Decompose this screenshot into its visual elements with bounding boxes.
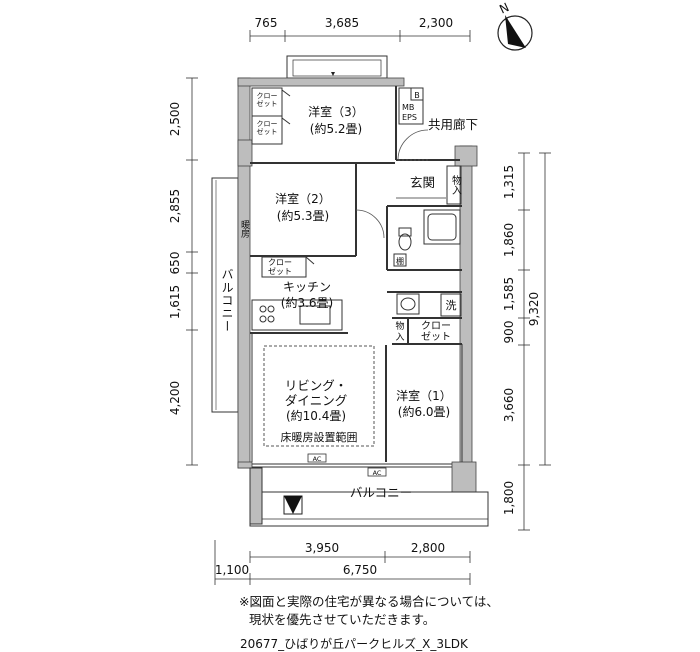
western3-name: 洋室（3） bbox=[308, 104, 364, 119]
room1-closet-2: ゼット bbox=[421, 331, 451, 343]
ac-label-2: AC bbox=[373, 469, 382, 477]
dim-bottom-2: 2,800 bbox=[411, 541, 445, 555]
dim-left-2: 2,855 bbox=[168, 189, 182, 223]
dim-left-1: 2,500 bbox=[168, 102, 182, 136]
bottom-window bbox=[252, 463, 452, 468]
b-label: B bbox=[414, 91, 420, 100]
dim-left-5: 4,200 bbox=[168, 381, 182, 415]
entrance-label: 玄関 bbox=[410, 175, 435, 190]
western2-name: 洋室（2） bbox=[275, 191, 331, 206]
dim-right-2: 1,860 bbox=[502, 223, 516, 257]
left-balcony-label: バルコニー bbox=[220, 268, 234, 333]
washer-label: 洗 bbox=[446, 299, 457, 312]
western1-name: 洋室（1） bbox=[396, 388, 452, 403]
ldk-name-line1: リビング・ bbox=[285, 378, 348, 393]
eps-label: EPS bbox=[402, 113, 417, 122]
bottom-balcony bbox=[249, 467, 489, 527]
top-small-balcony bbox=[286, 55, 388, 79]
room2-closet-label-2: ゼット bbox=[268, 266, 292, 276]
mb-eps-shaft bbox=[398, 87, 424, 125]
kitchen-size: (約3.6畳) bbox=[281, 295, 333, 310]
kitchen-counter bbox=[251, 299, 343, 331]
dim-right-3: 1,585 bbox=[502, 277, 516, 311]
interior-walls bbox=[250, 86, 462, 462]
ac-label-1: AC bbox=[313, 455, 322, 463]
wash-area bbox=[396, 293, 462, 317]
bottom-dimension-line bbox=[214, 540, 471, 585]
bottom-balcony-label: バルコニー bbox=[350, 485, 412, 500]
room2-closet bbox=[261, 256, 315, 278]
room2-door bbox=[355, 209, 385, 239]
room1-closet-1: クロー bbox=[421, 320, 451, 332]
toilet bbox=[393, 227, 412, 267]
room3-closet-b2: ゼット bbox=[257, 127, 278, 136]
room3-closet-a: クロー bbox=[257, 92, 278, 100]
room3-closets bbox=[251, 87, 291, 145]
dim-top-2: 3,685 bbox=[325, 16, 359, 30]
room1-storage-2: 入 bbox=[395, 332, 404, 343]
room1-storage-1: 物 bbox=[395, 320, 404, 332]
room3-door bbox=[397, 129, 429, 161]
dim-left-4: 1,615 bbox=[168, 285, 182, 319]
right-dimension-line bbox=[518, 152, 551, 531]
disclaimer-line-1: ※図面と実際の住宅が異なる場合については、 bbox=[239, 594, 499, 609]
western2-size: (約5.3畳) bbox=[277, 208, 329, 223]
floor-heating-area bbox=[263, 345, 375, 447]
ac-units bbox=[307, 453, 387, 477]
entrance-storage bbox=[396, 165, 462, 205]
shelf-label: 棚 bbox=[396, 256, 404, 266]
ldk-size: (約10.4畳) bbox=[286, 408, 346, 423]
dim-right-4: 900 bbox=[502, 321, 516, 344]
dim-right-6: 1,800 bbox=[502, 481, 516, 515]
dim-top-1: 765 bbox=[255, 16, 278, 30]
north-label: N bbox=[497, 0, 511, 16]
exterior-walls bbox=[237, 77, 478, 493]
dim-top-3: 2,300 bbox=[419, 16, 453, 30]
room2-closet-label-1: クロー bbox=[268, 258, 292, 267]
left-dimension-line bbox=[186, 77, 198, 466]
disclaimer-line-2: 現状を優先させていただきます。 bbox=[249, 612, 436, 627]
dim-bottom-3: 1,100 bbox=[215, 563, 249, 577]
compass: N bbox=[497, 0, 533, 51]
dim-bottom-1: 3,950 bbox=[305, 541, 339, 555]
dim-right-1: 1,315 bbox=[502, 165, 516, 199]
bathtub bbox=[423, 209, 461, 245]
mb-label: MB bbox=[402, 103, 414, 112]
ldk-outline bbox=[251, 334, 463, 462]
kitchen-name: キッチン bbox=[283, 280, 331, 294]
western3-size: (約5.2畳) bbox=[310, 121, 362, 136]
evacuation-hatch-icon bbox=[283, 495, 303, 515]
top-dimension-line bbox=[249, 30, 471, 42]
plan-code: 20677_ひばりが丘パークヒルズ_X_3LDK bbox=[240, 637, 468, 651]
room3-closet-a2: ゼット bbox=[257, 99, 278, 108]
room3-closet-b: クロー bbox=[257, 120, 278, 128]
dim-right-total: 9,320 bbox=[527, 292, 541, 326]
dim-bottom-4: 6,750 bbox=[343, 563, 377, 577]
heater-label: 暖房 bbox=[239, 219, 250, 239]
dim-left-3: 650 bbox=[168, 252, 182, 275]
floor-heating-label: 床暖房設置範囲 bbox=[281, 430, 358, 444]
ldk-name-line2: ダイニング bbox=[285, 393, 348, 408]
corridor-label: 共用廊下 bbox=[428, 117, 478, 132]
entrance-storage-label: 物入 bbox=[450, 174, 462, 195]
dim-right-5: 3,660 bbox=[502, 388, 516, 422]
western1-size: (約6.0畳) bbox=[398, 404, 450, 419]
